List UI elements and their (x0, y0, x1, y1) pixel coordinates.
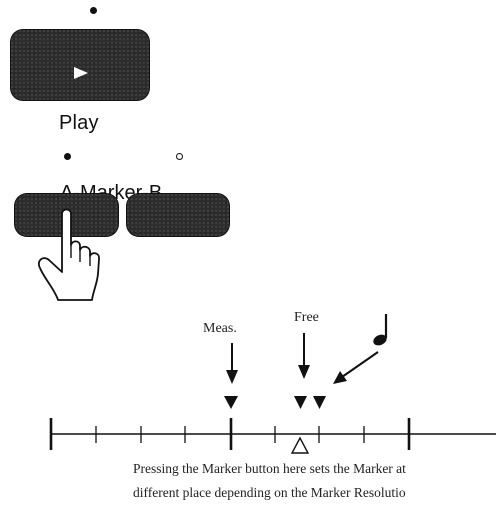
note-arrow (333, 351, 379, 384)
meas-label: Meas. (203, 321, 237, 336)
meas-arrow (226, 343, 238, 384)
free-marker-triangle (294, 396, 307, 409)
caption-line-2: different place depending on the Marker … (133, 485, 406, 500)
play-button[interactable] (10, 29, 150, 101)
marker-a-led-indicator (64, 153, 71, 160)
play-label: Play (59, 112, 99, 134)
quarter-note-icon (373, 314, 388, 346)
note-marker-triangle (313, 396, 326, 409)
free-arrow (298, 333, 310, 379)
caption-line-1: Pressing the Marker button here sets the… (133, 461, 406, 476)
meas-marker-triangle (224, 396, 238, 409)
marker-b-button[interactable] (126, 193, 230, 237)
triangle-up-outline-icon (290, 436, 310, 454)
marker-b-led-indicator (176, 153, 183, 160)
play-led-indicator (90, 7, 97, 14)
free-label: Free (294, 310, 319, 325)
play-icon (74, 67, 88, 79)
timeline (49, 418, 496, 450)
